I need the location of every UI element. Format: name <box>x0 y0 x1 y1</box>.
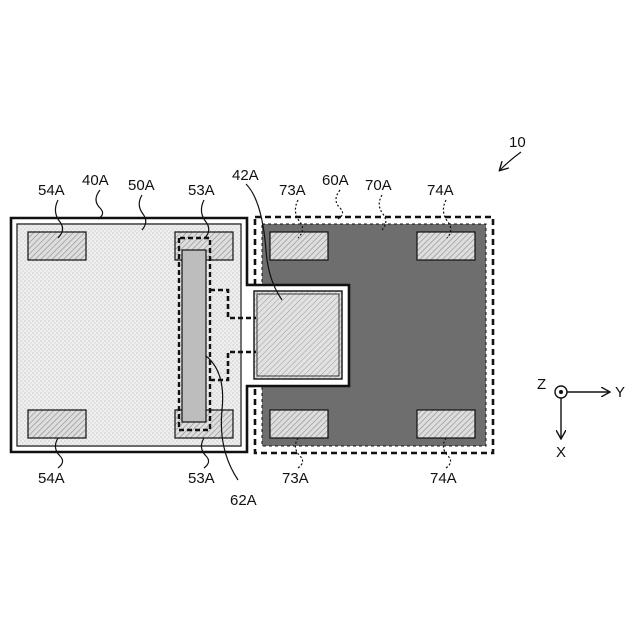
pad-74A-top <box>417 232 475 260</box>
pad-54A-bottom <box>28 410 86 438</box>
label-62A: 62A <box>230 492 257 509</box>
leader-40A <box>96 190 103 219</box>
label-54A-top: 54A <box>38 182 65 199</box>
pad-73A-bottom <box>270 410 328 438</box>
label-50A: 50A <box>128 177 155 194</box>
pad-73A-top <box>270 232 328 260</box>
leader-10 <box>500 152 521 170</box>
label-53A-bottom: 53A <box>188 470 215 487</box>
chip-42A <box>247 285 349 386</box>
axis-indicator: Z Y X <box>537 376 625 461</box>
label-73A-bottom: 73A <box>282 470 309 487</box>
label-54A-bottom: 54A <box>38 470 65 487</box>
label-73A-top: 73A <box>279 182 306 199</box>
label-70A: 70A <box>365 177 392 194</box>
axis-label-z: Z <box>537 376 546 393</box>
bar-53A-connector <box>182 250 206 422</box>
axis-label-x: X <box>556 444 566 461</box>
label-42A: 42A <box>232 167 259 184</box>
label-10: 10 <box>509 134 526 151</box>
chip-42A-body <box>254 291 342 379</box>
label-74A-top: 74A <box>427 182 454 199</box>
axis-label-y: Y <box>615 384 625 401</box>
pad-74A-bottom <box>417 410 475 438</box>
leader-60A <box>336 190 343 219</box>
label-53A-top: 53A <box>188 182 215 199</box>
z-axis-dot-icon <box>559 390 563 394</box>
label-40A: 40A <box>82 172 109 189</box>
label-74A-bottom: 74A <box>430 470 457 487</box>
pad-54A-top <box>28 232 86 260</box>
label-60A: 60A <box>322 172 349 189</box>
